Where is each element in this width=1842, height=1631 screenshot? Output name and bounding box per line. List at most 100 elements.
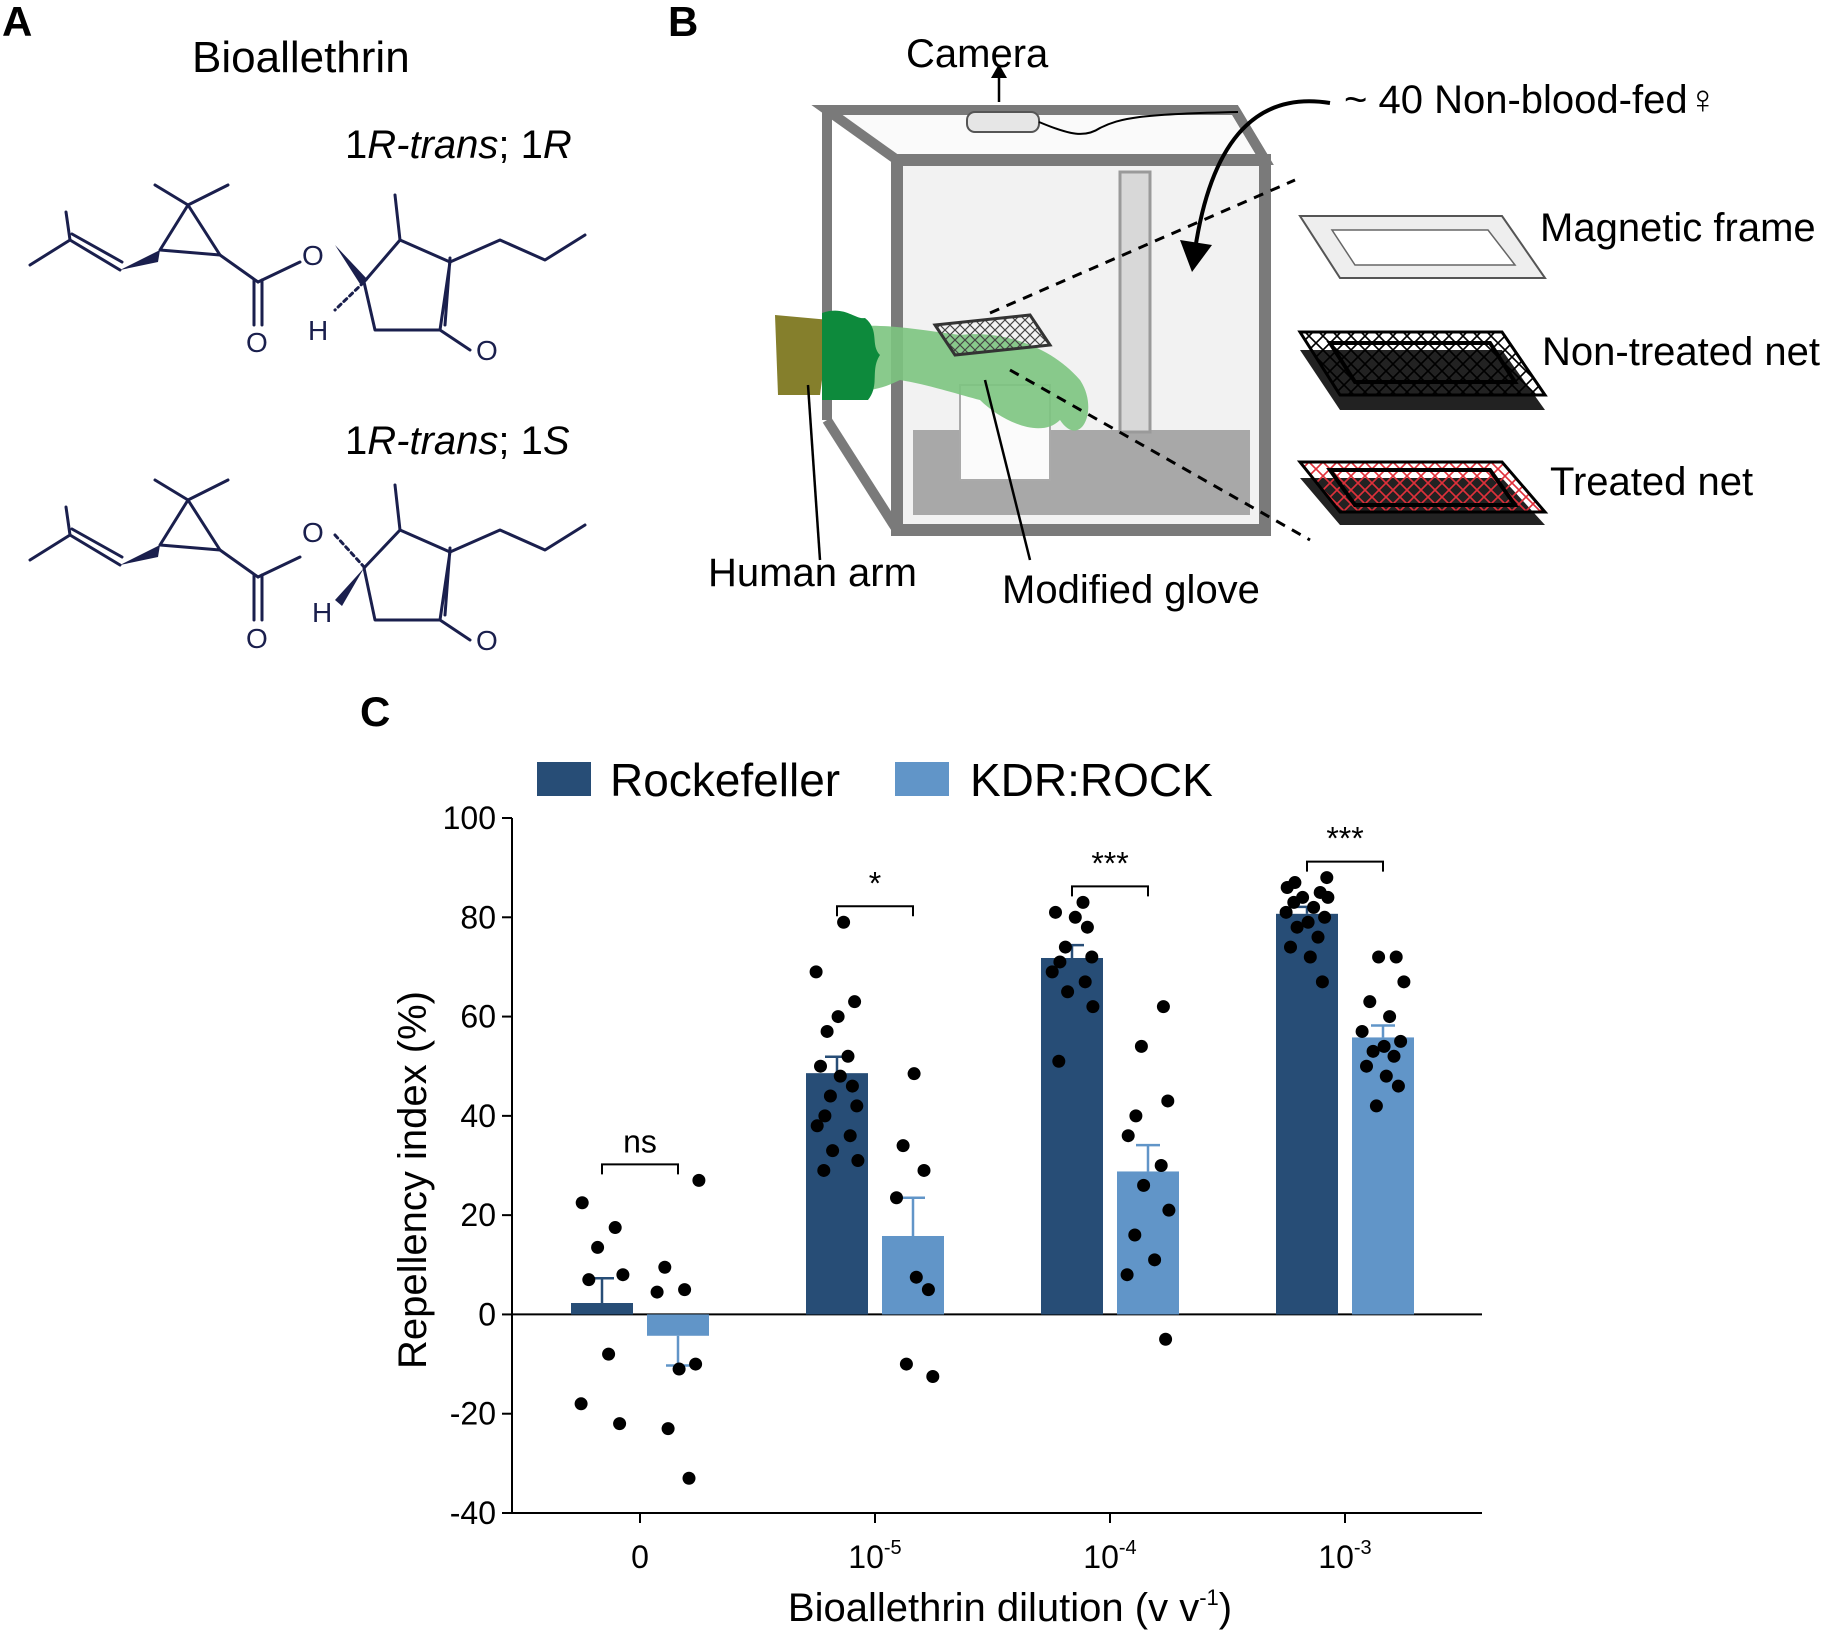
data-point	[672, 1362, 686, 1376]
data-point	[826, 1144, 840, 1158]
data-point	[851, 1154, 865, 1168]
data-point	[1076, 895, 1090, 909]
atom-o-ketone-2: O	[476, 625, 498, 656]
data-point	[823, 1089, 837, 1103]
atom-o-ester: O	[302, 240, 324, 271]
panel-c-letter: C	[360, 688, 390, 735]
significance-bracket	[836, 905, 914, 917]
glove-shape	[830, 325, 1089, 431]
data-point	[658, 1260, 672, 1274]
data-point	[831, 1010, 845, 1024]
data-point	[1391, 1079, 1405, 1093]
data-point	[890, 1191, 903, 1205]
camera-icon	[966, 111, 1040, 133]
data-point	[1389, 950, 1403, 964]
data-point	[848, 995, 862, 1009]
mosquito-count-label: ~ 40 Non-blood-fed♀	[1344, 78, 1718, 122]
data-point	[833, 1069, 847, 1083]
data-point	[841, 1049, 855, 1063]
data-point	[843, 1129, 857, 1143]
data-point	[1394, 1034, 1408, 1048]
data-point	[1279, 905, 1293, 919]
significance-label: *	[869, 865, 881, 901]
data-point	[1129, 1109, 1143, 1123]
data-point	[1049, 905, 1062, 919]
data-point	[1086, 1000, 1100, 1014]
bar-rockefeller	[1276, 913, 1338, 1315]
data-point	[1159, 1332, 1173, 1346]
panel-b: B Camera ~ 40 Non-blood-fed♀ Human arm	[668, 0, 1820, 612]
panel-a: A Bioallethrin 1R-trans; 1R 1R-trans; 1S…	[2, 0, 587, 656]
data-point	[818, 1109, 832, 1123]
data-point	[1383, 1010, 1397, 1024]
data-point	[1280, 881, 1294, 894]
data-point	[582, 1273, 596, 1287]
data-point	[917, 1163, 931, 1177]
data-point	[1287, 895, 1301, 909]
significance-label: ***	[1326, 821, 1363, 857]
legend-label-kdr-rock: KDR:ROCK	[970, 754, 1213, 806]
magnetic-frame-label: Magnetic frame	[1540, 206, 1816, 250]
non-treated-net-illustration	[1297, 330, 1548, 410]
non-treated-net-label: Non-treated net	[1542, 330, 1820, 374]
data-point	[1303, 950, 1317, 964]
atom-h-2: H	[312, 597, 332, 628]
bar-kdr-rock	[647, 1314, 709, 1336]
significance-label: ns	[623, 1123, 657, 1159]
data-point	[1311, 930, 1325, 944]
test-cage	[775, 105, 1311, 542]
data-point	[820, 1024, 834, 1038]
data-point	[1372, 950, 1386, 964]
bar-rockefeller	[1041, 957, 1103, 1315]
data-point	[1284, 940, 1297, 954]
data-point	[899, 1357, 913, 1371]
data-point	[608, 1221, 622, 1235]
data-point	[1161, 1094, 1175, 1108]
data-point	[682, 1471, 696, 1485]
data-point	[1154, 1159, 1168, 1172]
isomer1-label: 1R-trans; 1R	[345, 123, 572, 167]
data-point	[1162, 1203, 1176, 1217]
data-point	[591, 1240, 605, 1254]
y-tick-label: 40	[460, 1098, 496, 1134]
y-tick-label: 0	[478, 1296, 496, 1332]
compound-title: Bioallethrin	[192, 33, 410, 82]
data-point	[613, 1417, 627, 1431]
data-point	[845, 1079, 859, 1093]
panel-b-letter: B	[668, 0, 698, 45]
y-tick-label: 20	[460, 1197, 496, 1233]
data-point	[921, 1283, 935, 1297]
x-tick-label: 10-4	[1083, 1537, 1136, 1575]
data-point	[1085, 950, 1099, 964]
data-point	[1379, 1069, 1393, 1083]
significance-label: ***	[1091, 845, 1128, 881]
data-point	[817, 1163, 831, 1177]
atom-h: H	[308, 315, 328, 346]
data-point	[810, 1119, 824, 1133]
x-axis-title: Bioallethrin dilution (v v-1)	[788, 1585, 1232, 1630]
data-point	[1045, 965, 1059, 979]
panel-c: C Rockefeller KDR:ROCK Repellency index …	[360, 688, 1482, 1630]
atom-o-ketone: O	[476, 335, 498, 366]
data-point	[661, 1422, 675, 1436]
data-point	[1320, 871, 1334, 885]
data-point	[575, 1196, 589, 1210]
data-point	[1137, 1178, 1151, 1192]
y-tick-label: 60	[460, 999, 496, 1035]
data-point	[689, 1357, 703, 1371]
structure-1r-trans-1s: O O H O	[28, 478, 587, 656]
data-point	[1078, 975, 1092, 989]
data-point	[1366, 1044, 1380, 1058]
data-point	[1156, 1000, 1170, 1014]
data-point	[1315, 975, 1329, 989]
data-point	[926, 1369, 940, 1383]
data-point	[616, 1268, 630, 1282]
magnetic-frame-illustration	[1298, 215, 1547, 279]
data-point	[1121, 1129, 1135, 1143]
data-point	[1290, 920, 1304, 934]
cuff-shape	[822, 310, 880, 400]
data-point	[1387, 1049, 1401, 1063]
data-point	[809, 965, 823, 979]
data-point	[1080, 920, 1094, 934]
